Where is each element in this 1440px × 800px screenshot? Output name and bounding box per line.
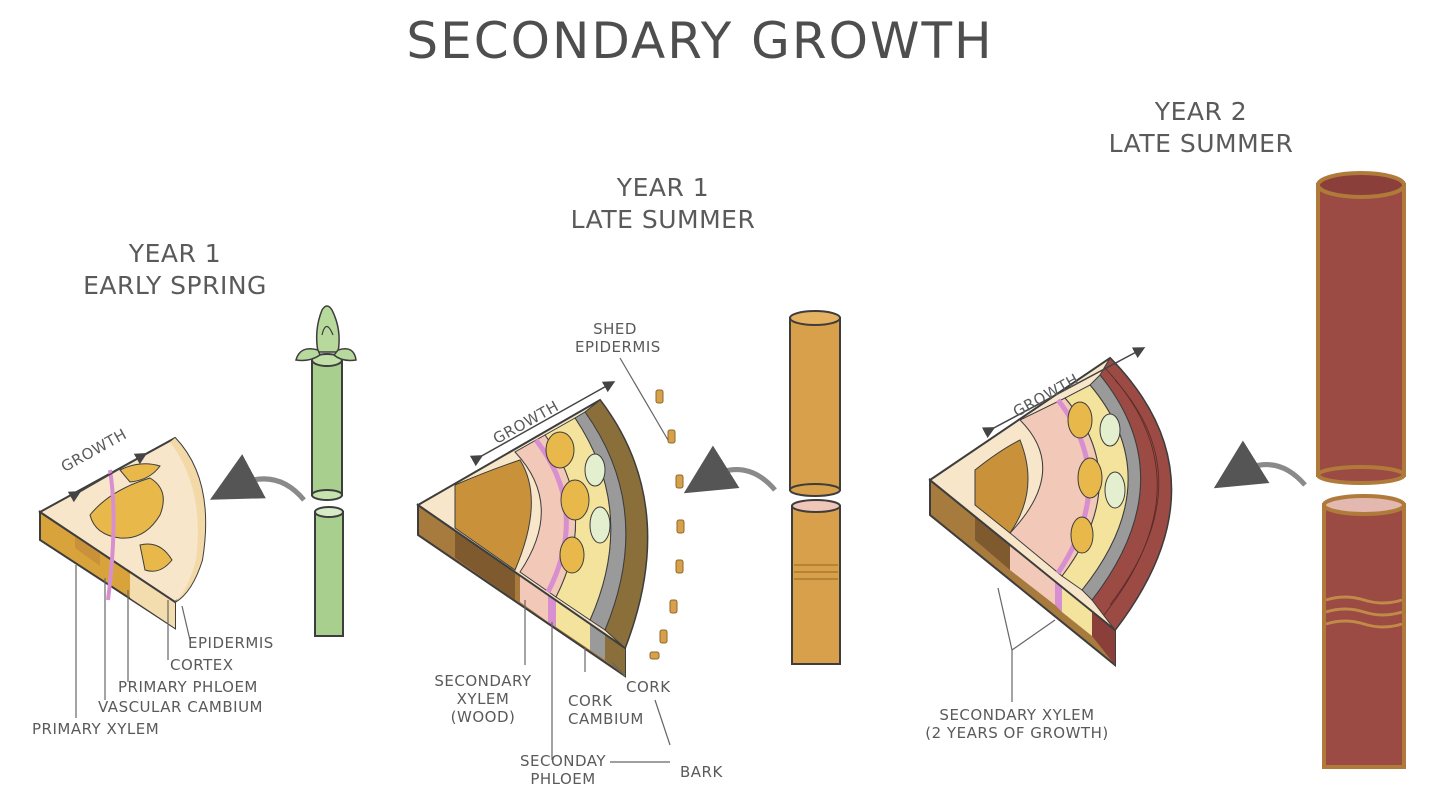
stage2-leaders bbox=[524, 357, 671, 763]
stage3-wedge bbox=[928, 347, 1173, 668]
label-shed-epidermis-line1: SHED bbox=[593, 320, 637, 338]
stage1-stem bbox=[295, 305, 357, 637]
label-secondary-xylem-2-years-line2: (2 YEARS OF GROWTH) bbox=[925, 724, 1109, 742]
label-bark: BARK bbox=[680, 763, 723, 781]
stage1-heading-line2: EARLY SPRING bbox=[83, 271, 267, 300]
stage2-heading: YEAR 1 LATE SUMMER bbox=[548, 172, 778, 236]
label-shed-epidermis-line2: EPIDERMIS bbox=[575, 338, 661, 356]
stage1-leaders bbox=[75, 565, 191, 718]
stage2-heading-line1: YEAR 1 bbox=[616, 173, 710, 202]
stage1-heading-line1: YEAR 1 bbox=[128, 239, 222, 268]
stage2-heading-line2: LATE SUMMER bbox=[570, 205, 756, 234]
stage3-arrow bbox=[1213, 440, 1307, 489]
label-secondary-phloem-line1: SECONDAY bbox=[519, 752, 607, 770]
label-primary-xylem: PRIMARY XYLEM bbox=[32, 720, 160, 738]
label-secondary-phloem-line2: PHLOEM bbox=[530, 770, 596, 788]
stage2-wedge bbox=[416, 381, 649, 678]
label-secondary-xylem-line3: (WOOD) bbox=[450, 708, 516, 726]
label-secondary-xylem-line2: XYLEM bbox=[456, 690, 510, 708]
label-cork-cambium: CORK CAMBIUM bbox=[568, 692, 644, 728]
shed-epidermis-fragments bbox=[649, 389, 685, 660]
stage2-arrow bbox=[683, 445, 777, 494]
stage3-heading-line2: LATE SUMMER bbox=[1108, 129, 1294, 158]
stage2-stem bbox=[789, 310, 841, 665]
label-secondary-xylem-wood: SECONDARY XYLEM (WOOD) bbox=[428, 672, 538, 726]
label-secondary-xylem-line1: SECONDARY bbox=[434, 672, 532, 690]
label-secondary-xylem-2-years-line1: SECONDARY XYLEM bbox=[939, 706, 1095, 724]
stage3-leaders bbox=[997, 587, 1056, 702]
label-shed-epidermis: SHED EPIDERMIS bbox=[575, 320, 661, 356]
label-epidermis: EPIDERMIS bbox=[188, 634, 274, 652]
label-vascular-cambium: VASCULAR CAMBIUM bbox=[98, 698, 264, 716]
stage1-heading: YEAR 1 EARLY SPRING bbox=[60, 238, 290, 302]
stage1-wedge bbox=[38, 436, 207, 630]
stage1-arrow bbox=[209, 454, 306, 502]
label-primary-phloem: PRIMARY PHLOEM bbox=[118, 678, 258, 696]
label-cork-cambium-line1: CORK bbox=[568, 692, 613, 710]
label-cork: CORK bbox=[626, 678, 671, 696]
stage3-heading-line1: YEAR 2 bbox=[1154, 97, 1248, 126]
label-cork-cambium-line2: CAMBIUM bbox=[568, 710, 644, 728]
label-secondary-xylem-2-years: SECONDARY XYLEM (2 YEARS OF GROWTH) bbox=[912, 706, 1122, 742]
stage3-stem bbox=[1316, 171, 1406, 769]
diagram-title: SECONDARY GROWTH bbox=[406, 12, 994, 70]
label-secondary-phloem: SECONDAY PHLOEM bbox=[508, 752, 618, 788]
stage3-heading: YEAR 2 LATE SUMMER bbox=[1086, 96, 1316, 160]
label-cortex: CORTEX bbox=[170, 656, 234, 674]
